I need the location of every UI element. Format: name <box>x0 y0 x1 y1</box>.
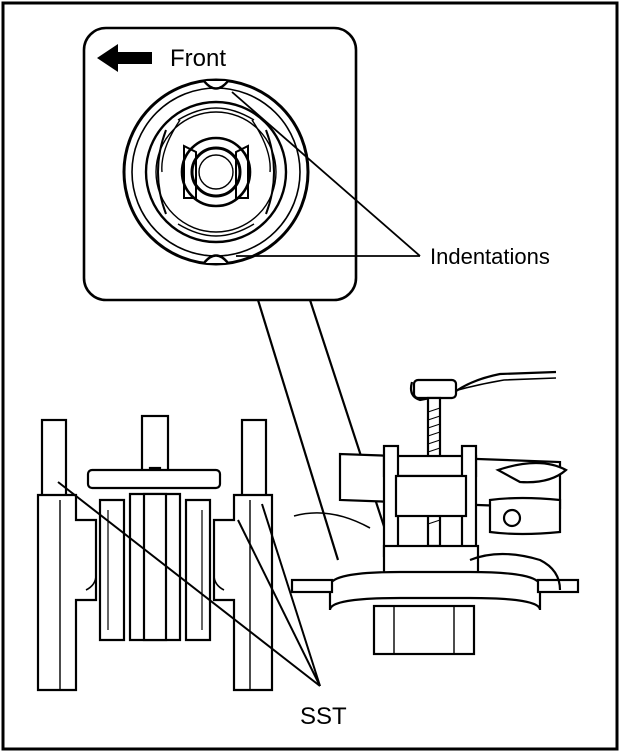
callout-pointer <box>256 299 397 561</box>
front-label: Front <box>170 45 226 72</box>
sst-label: SST <box>300 703 347 730</box>
puller-assembly-view <box>290 370 580 656</box>
detail-inset: Front <box>82 26 421 302</box>
bushing-detail <box>122 78 310 266</box>
sst-leader-lines <box>57 481 321 687</box>
left-arrow-icon <box>97 44 152 72</box>
indentations-leader-lines <box>231 91 421 257</box>
cross-section-view <box>36 414 274 692</box>
indentations-label: Indentations <box>430 244 550 269</box>
